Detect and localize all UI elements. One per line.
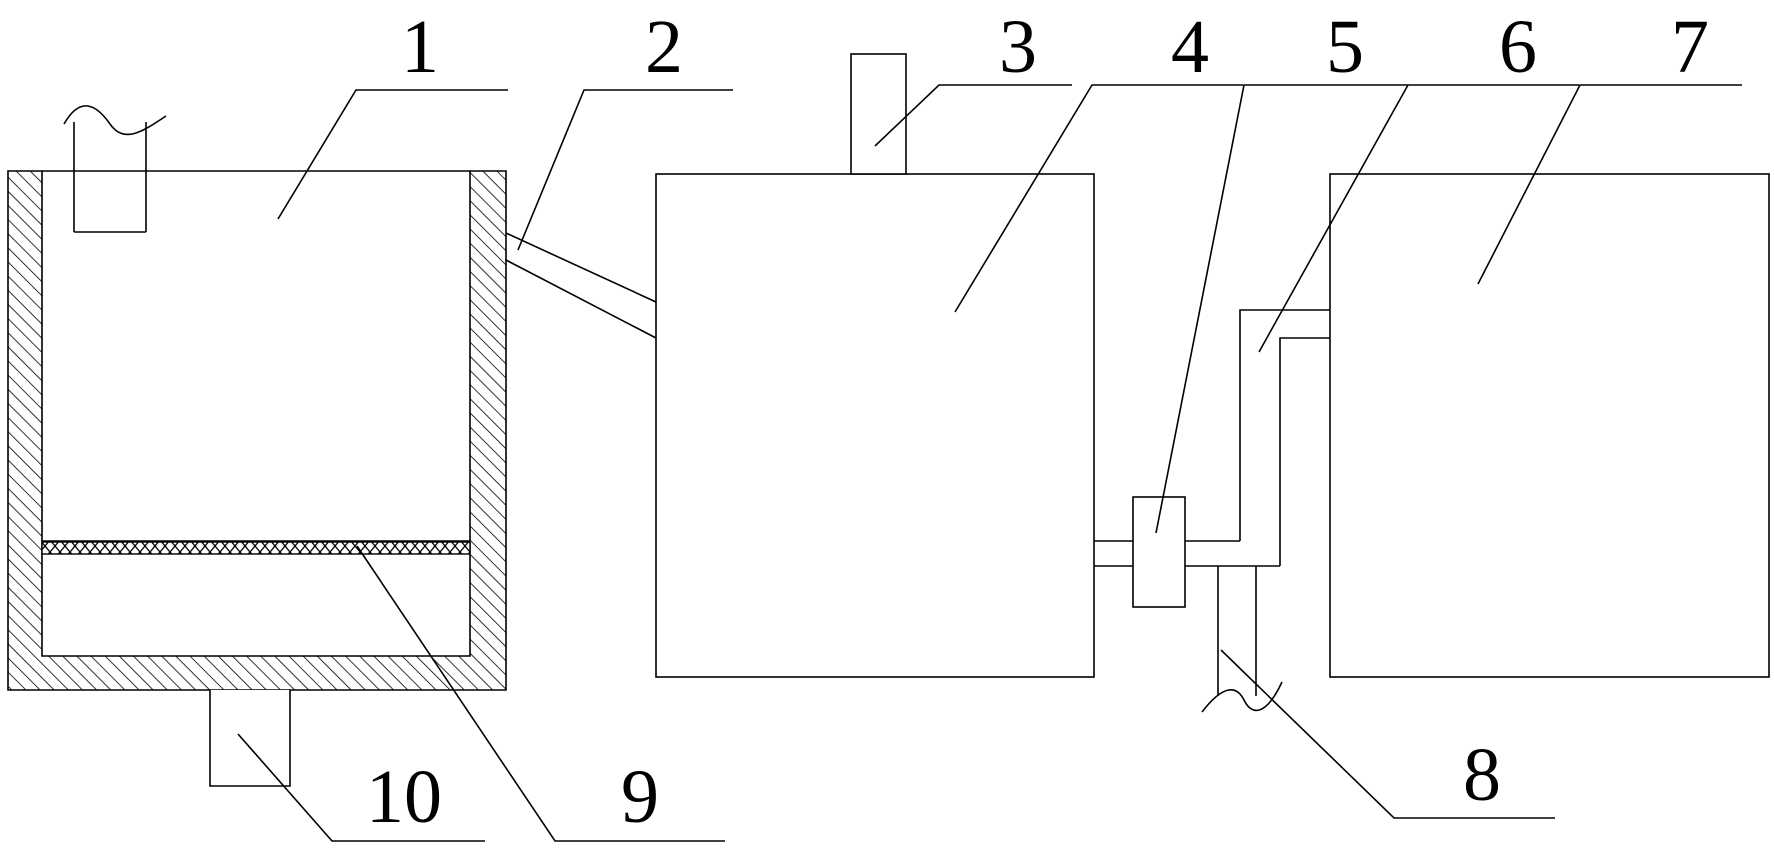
valve-5 [1132,496,1186,608]
valve-pipe [1094,540,1280,567]
leader-3 [874,84,1072,147]
label-9: 9 [621,755,659,839]
leader-1 [277,89,508,220]
tank-1 [7,170,507,691]
vessel-top-pipe [850,53,907,175]
vessel-7 [1329,173,1770,678]
label-8: 8 [1463,733,1501,817]
drain-break-wave [1201,681,1283,713]
label-7: 7 [1671,5,1709,89]
part-labels: 1 2 3 4 5 6 7 8 9 10 [366,5,1709,839]
tank-outlet-pipe [209,690,291,787]
tank-inlet-pipe [63,105,167,233]
leader-9 [356,545,725,842]
drain-pipe-8 [1201,566,1283,713]
vessel-4 [655,173,1095,678]
leader-8 [1220,649,1555,819]
label-1: 1 [401,5,439,89]
leader-5 [1155,84,1408,534]
leader-10 [237,733,485,842]
label-3: 3 [999,5,1037,89]
leader-7 [1477,84,1742,285]
tank-wall-hatched [7,170,507,691]
label-4: 4 [1171,5,1209,89]
filter-mesh [41,541,471,555]
label-10: 10 [366,755,442,839]
label-5: 5 [1326,5,1364,89]
bent-pipe-6 [1239,309,1330,566]
pipe-break-wave [63,105,167,136]
leader-6 [1258,84,1579,353]
label-2: 2 [645,5,683,89]
leader-4 [954,84,1243,313]
connecting-pipe [505,232,657,339]
leader-2 [517,89,733,251]
leader-lines [237,84,1742,842]
label-6: 6 [1499,5,1537,89]
